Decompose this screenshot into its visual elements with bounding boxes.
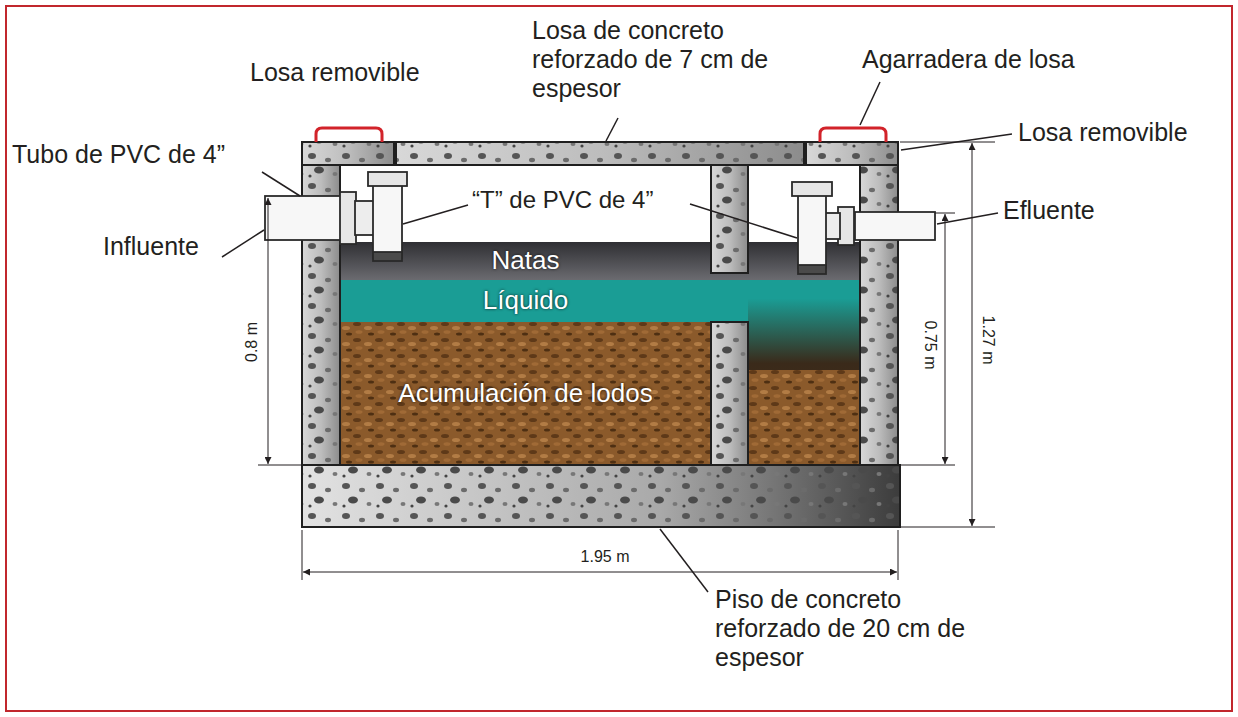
part-label: Losa de concreto reforzado de 7 cm de es… — [532, 16, 782, 102]
part-label: Piso de concreto reforzado de 20 cm de e… — [715, 585, 983, 671]
concrete-structure — [302, 142, 900, 527]
layer-name: Natas — [492, 246, 560, 276]
dimension-label: 0.8 m — [243, 319, 261, 365]
part-label: “T” de PVC de 4” — [472, 186, 653, 214]
layer-name: Acumulación de lodos — [398, 379, 652, 409]
part-label: Agarradera de losa — [862, 45, 1075, 74]
dimension-label: 0.75 m — [921, 318, 939, 373]
leader-lines — [222, 82, 1012, 592]
dimension-label: 1.95 m — [578, 548, 633, 566]
frame — [6, 6, 1232, 711]
dimension-lines — [258, 142, 995, 580]
part-label: Influente — [103, 232, 199, 261]
part-label: Tubo de PVC de 4” — [12, 140, 225, 169]
slab-handle — [316, 128, 886, 142]
liquid-layer: Líquido — [340, 280, 711, 322]
sludge-layer: Acumulación de lodos — [340, 322, 711, 465]
part-label: Losa removible — [250, 58, 420, 87]
pvc-pipes — [265, 172, 935, 274]
scum-layer: Natas — [340, 242, 711, 280]
part-label: Losa removible — [1018, 118, 1188, 147]
dimension-label: 1.27 m — [979, 313, 997, 368]
layer-name: Líquido — [483, 286, 568, 316]
tank-contents — [340, 242, 860, 465]
part-label: Efluente — [1003, 196, 1095, 225]
